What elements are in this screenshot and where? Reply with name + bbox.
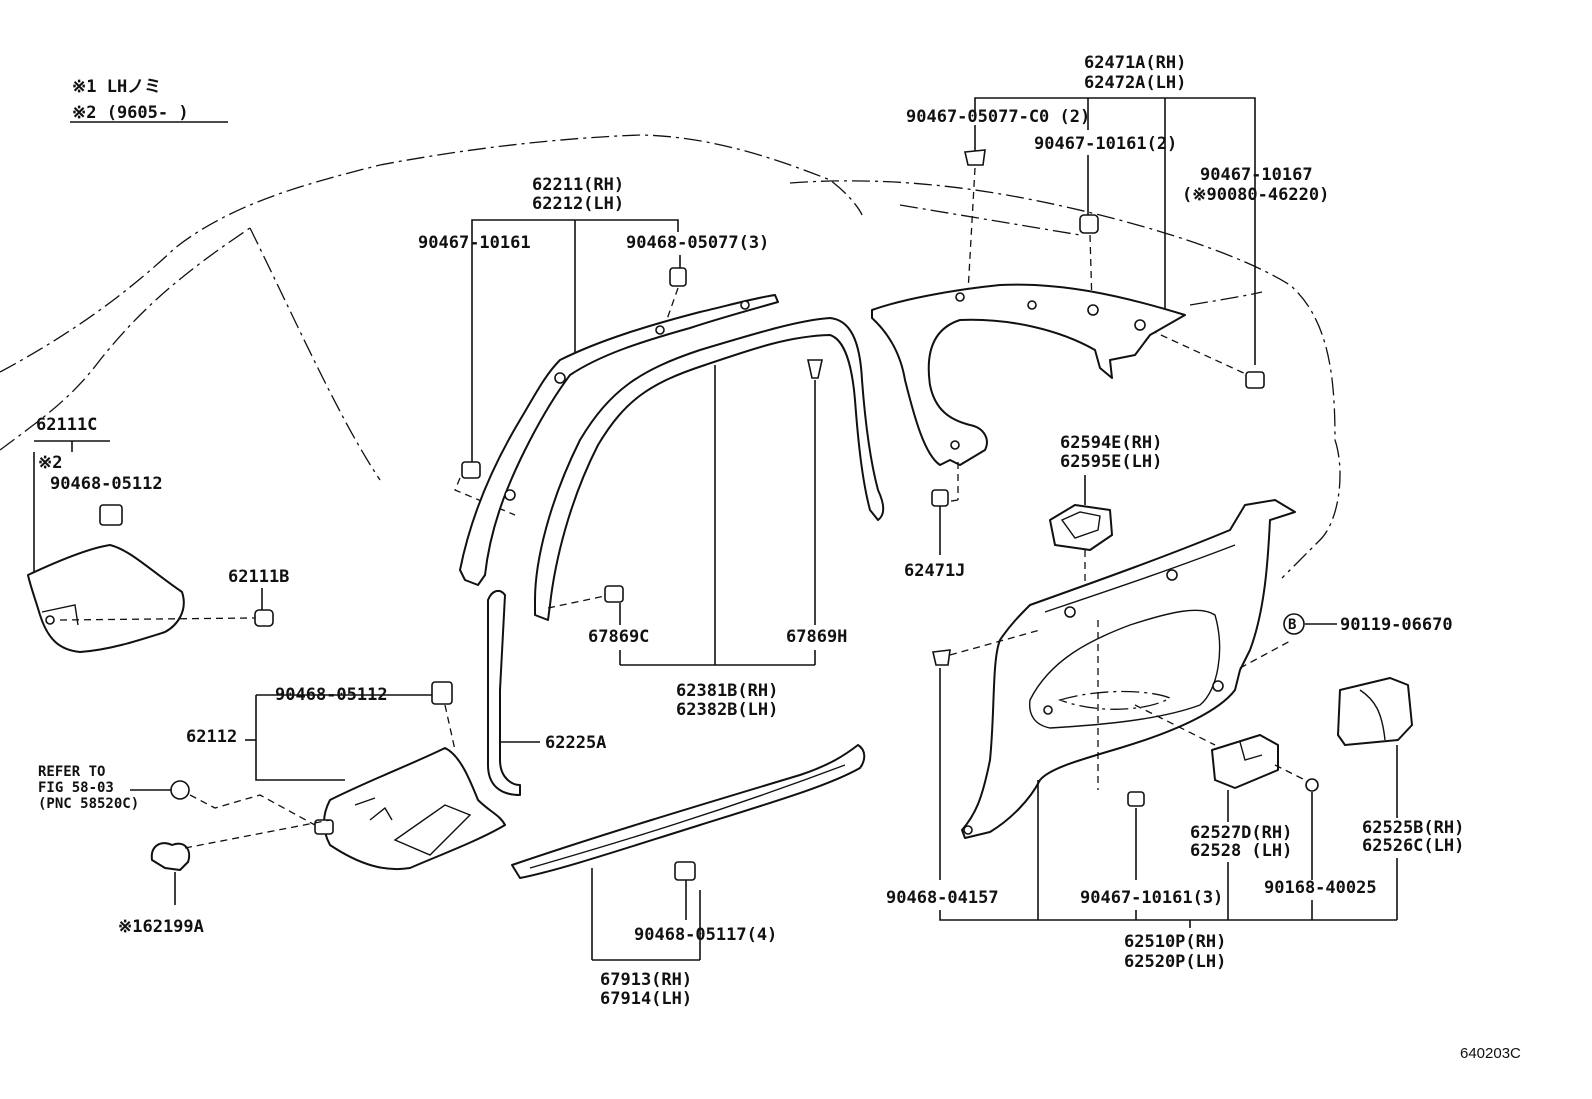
label-62212: 62212(LH) — [532, 194, 624, 214]
side-cover-block — [1337, 677, 1413, 746]
scuff-plate — [511, 744, 866, 879]
clip-90467-05077 — [964, 149, 986, 166]
label-62199a: ※162199A — [118, 917, 204, 937]
label-62472a: 62472A(LH) — [1084, 73, 1186, 93]
label-90080-46220: (※90080-46220) — [1182, 185, 1329, 205]
label-67914: 67914(LH) — [600, 989, 692, 1009]
label-62111b: 62111B — [228, 567, 289, 587]
label-90468-05112-a: 90468-05112 — [50, 474, 163, 494]
label-90467-05077: 90467-05077-C0 (2) — [906, 107, 1090, 127]
label-62112: 62112 — [186, 727, 237, 747]
part-62525b-62526c: 62525B(RH) 62526C(LH) — [1337, 677, 1464, 920]
figure-code: 640203C — [1460, 1045, 1521, 1062]
label-90468-05077: 90468-05077(3) — [626, 233, 769, 253]
clip-90468-05112-b — [431, 681, 453, 705]
part-62471a-62472a: 62471A(RH) 62472A(LH) 90467-05077-C0 (2)… — [871, 53, 1329, 466]
clip-62111b — [254, 609, 274, 627]
clip-67869h — [807, 359, 823, 379]
label-62510p: 62510P(RH) — [1124, 932, 1226, 952]
part-90468-04157: 90468-04157 — [886, 649, 999, 908]
label-67869h: 67869H — [786, 627, 847, 647]
hook-62199a — [150, 842, 191, 871]
note-date-range: ※2 (9605- ) — [72, 103, 189, 123]
armrest-cup-holder — [1049, 504, 1113, 551]
part-62510p-62520p — [949, 499, 1296, 839]
part-90119-06670: B 90119-06670 — [1283, 613, 1453, 635]
label-62111c-note: ※2 — [38, 453, 62, 473]
door-opening-weatherstrip — [534, 317, 885, 621]
label-90168-40025: 90168-40025 — [1264, 878, 1377, 898]
label-90468-04157: 90468-04157 — [886, 888, 999, 908]
lower-trim-panel — [323, 747, 506, 871]
clip-90468-05112-a — [99, 504, 123, 526]
a-pillar-garnish — [459, 294, 779, 586]
label-62527d: 62527D(RH) — [1190, 823, 1292, 843]
label-62382b: 62382B(LH) — [676, 700, 778, 720]
note-lh-only: ※1 LHノミ — [72, 77, 161, 97]
part-62594e-62595e: 62594E(RH) 62595E(LH) — [1049, 433, 1162, 585]
pillar-weatherstrip — [487, 589, 521, 796]
label-62520p: 62520P(LH) — [1124, 952, 1226, 972]
quarter-upper-garnish — [871, 283, 1186, 466]
part-90168-40025: 90168-40025 — [1264, 764, 1377, 898]
label-fig-58-03: FIG 58-03 — [38, 780, 114, 796]
clip-90467-10161-2 — [1079, 214, 1099, 234]
body-outline — [0, 134, 1341, 579]
clip-90467-10161-3 — [1127, 791, 1145, 807]
part-67913-67914: 90468-05117(4) 67913(RH) 67914(LH) — [511, 744, 866, 1009]
label-pnc-58520c: (PNC 58520C) — [38, 796, 139, 812]
label-67913: 67913(RH) — [600, 970, 692, 990]
clip-refer — [170, 780, 190, 800]
b-marker — [1283, 613, 1305, 635]
clip-90468-05077 — [669, 267, 687, 287]
label-90119-06670: 90119-06670 — [1340, 615, 1453, 635]
label-90467-10161: 90467-10161 — [418, 233, 531, 253]
label-62526c: 62526C(LH) — [1362, 836, 1464, 856]
label-62211: 62211(RH) — [532, 175, 624, 195]
label-62595e: 62595E(LH) — [1060, 452, 1162, 472]
screw-90168-40025 — [1305, 778, 1319, 792]
part-62527d-62528: 62527D(RH) 62528 (LH) — [1190, 734, 1292, 920]
label-62225a: 62225A — [545, 733, 606, 753]
b-marker-letter: B — [1288, 617, 1296, 633]
label-62111c: 62111C — [36, 415, 97, 435]
clip-90468-05117 — [674, 861, 696, 881]
label-62381b: 62381B(RH) — [676, 681, 778, 701]
label-refer-to: REFER TO — [38, 764, 105, 780]
part-62111c: 62111C ※2 90468-05112 62111B — [27, 415, 289, 653]
label-90468-05112-b: 90468-05112 — [275, 685, 388, 705]
clip-90468-04157 — [932, 649, 951, 666]
label-62594e: 62594E(RH) — [1060, 433, 1162, 453]
screw-67869c — [604, 585, 624, 603]
clip-62471j — [931, 489, 949, 507]
label-62528: 62528 (LH) — [1190, 841, 1292, 861]
part-90467-10161-3: 90467-10161(3) — [1080, 791, 1223, 908]
part-62112: 62112 90468-05112 REFER TO FIG 58-03 (PN… — [38, 681, 506, 937]
clip-90467-10161 — [461, 461, 481, 479]
label-62525b: 62525B(RH) — [1362, 818, 1464, 838]
part-62211-62212: 62211(RH) 62212(LH) 90467-10161 90468-05… — [418, 175, 779, 586]
label-90467-10167: 90467-10167 — [1200, 165, 1313, 185]
label-90467-10161-2: 90467-10161(2) — [1034, 134, 1177, 154]
part-62225a: 62225A — [487, 589, 606, 796]
label-62471j: 62471J — [904, 561, 965, 581]
deck-box-cover — [1211, 734, 1279, 789]
cover-panel — [27, 544, 185, 653]
clip-90467-10167 — [1245, 371, 1265, 389]
part-62471j: 62471J — [904, 462, 965, 581]
part-67869: 67869C 67869H — [547, 359, 847, 647]
label-90468-05117: 90468-05117(4) — [634, 925, 777, 945]
part-62381b-62382b: 62381B(RH) 62382B(LH) — [534, 317, 885, 720]
bracket-62510p: 62510P(RH) 62520P(LH) — [939, 780, 1397, 972]
label-62471a: 62471A(RH) — [1084, 53, 1186, 73]
label-90467-10161-3: 90467-10161(3) — [1080, 888, 1223, 908]
label-67869c: 67869C — [588, 627, 649, 647]
quarter-trim-panel — [961, 499, 1296, 839]
